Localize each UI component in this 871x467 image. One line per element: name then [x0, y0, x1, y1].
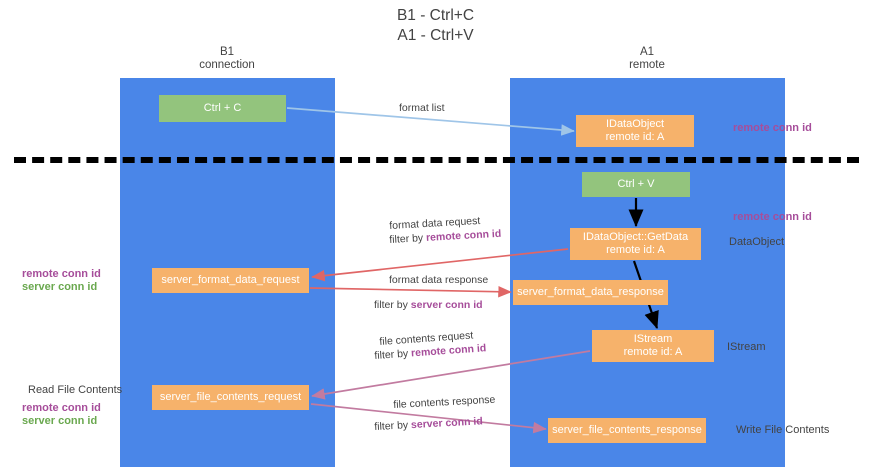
label-left-conn-ids-lower: remote conn id server conn id: [22, 402, 101, 428]
node-idataobject-line2: remote id: A: [605, 131, 665, 143]
node-server-format-data-response[interactable]: server_format_data_response: [513, 280, 668, 305]
label-dataobject: DataObject: [729, 236, 785, 248]
lane-heading-b1-role: connection: [199, 59, 255, 71]
node-server-format-data-response-label: server_format_data_response: [517, 286, 664, 298]
lane-heading-b1: B1 connection: [152, 46, 302, 72]
node-ctrl-v[interactable]: Ctrl + V: [582, 172, 690, 197]
node-ctrl-c[interactable]: Ctrl + C: [159, 95, 286, 122]
label-remote-conn-id-mid: remote conn id: [733, 211, 812, 223]
node-ctrl-c-label: Ctrl + C: [203, 102, 242, 114]
caption-fcresp-filter-prefix: filter by: [374, 419, 412, 433]
node-ctrl-v-label: Ctrl + V: [617, 178, 655, 190]
lane-heading-a1-role: remote: [629, 59, 665, 71]
label-left-server-conn-id: server conn id: [22, 281, 98, 293]
node-server-format-data-request-label: server_format_data_request: [161, 274, 300, 286]
lane-heading-a1-name: A1: [639, 46, 655, 58]
page-title-line-2: A1 - Ctrl+V: [397, 27, 474, 44]
node-istream[interactable]: IStream remote id: A: [592, 330, 714, 362]
node-idataobject-getdata[interactable]: IDataObject::GetData remote id: A: [570, 228, 701, 260]
caption-fcresp-filter-key: server conn id: [410, 415, 484, 432]
caption-file-contents-response-filter: filter by server conn id: [374, 415, 483, 434]
node-server-file-contents-response[interactable]: server_file_contents_response: [548, 418, 706, 443]
label-write-file-contents: Write File Contents: [736, 424, 830, 436]
caption-format-data-response: format data response: [389, 274, 489, 286]
caption-format-list: format list: [399, 102, 445, 114]
label-remote-conn-id-top: remote conn id: [733, 122, 812, 134]
connector-format-data-response: [309, 285, 512, 298]
page-title: B1 - Ctrl+C A1 - Ctrl+V: [0, 6, 871, 46]
caption-fdresp-filter-key: server conn id: [410, 299, 483, 311]
node-getdata-line2: remote id: A: [606, 244, 665, 256]
caption-fcreq-filter-prefix: filter by: [374, 347, 412, 362]
page-title-line-1: B1 - Ctrl+C: [396, 7, 475, 24]
node-server-file-contents-request-label: server_file_contents_request: [159, 391, 302, 403]
node-idataobject[interactable]: IDataObject remote id: A: [576, 115, 694, 147]
label-left-remote-conn-id-2: remote conn id: [22, 402, 101, 414]
caption-fdreq-filter-prefix: filter by: [389, 231, 427, 246]
phase-divider: [14, 157, 859, 163]
node-server-format-data-request[interactable]: server_format_data_request: [152, 268, 309, 293]
label-left-conn-ids-upper: remote conn id server conn id: [22, 268, 101, 294]
node-istream-line2: remote id: A: [623, 346, 683, 358]
label-left-server-conn-id-2: server conn id: [22, 415, 98, 427]
node-server-file-contents-request[interactable]: server_file_contents_request: [152, 385, 309, 410]
caption-file-contents-response: file contents response: [393, 393, 496, 411]
caption-fdresp-filter-prefix: filter by: [374, 299, 411, 311]
caption-format-data-response-filter: filter by server conn id: [374, 299, 483, 312]
label-istream: IStream: [727, 341, 766, 353]
lane-heading-b1-name: B1: [219, 46, 235, 58]
node-getdata-line1: IDataObject::GetData: [582, 231, 689, 243]
node-istream-line1: IStream: [633, 333, 673, 345]
node-server-file-contents-response-label: server_file_contents_response: [552, 424, 702, 436]
label-read-file-contents: Read File Contents: [28, 384, 123, 396]
label-left-remote-conn-id: remote conn id: [22, 268, 101, 280]
node-idataobject-line1: IDataObject: [605, 118, 665, 130]
lane-heading-a1: A1 remote: [572, 46, 722, 72]
